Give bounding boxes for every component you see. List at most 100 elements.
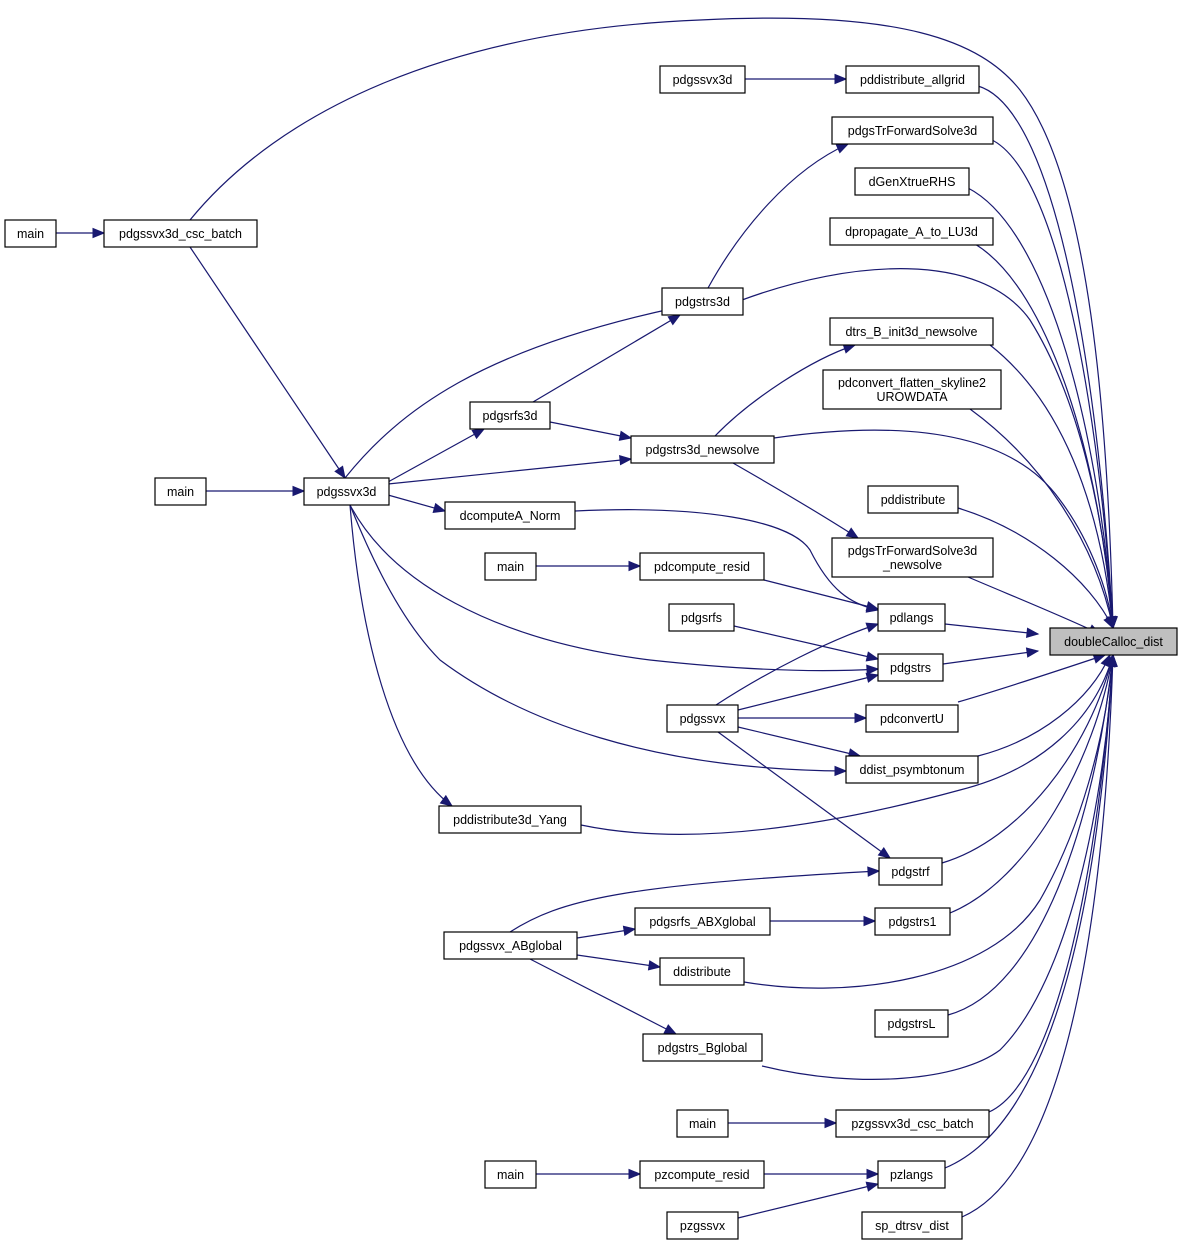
edge-pdconvertU-to-focus [957,654,1106,703]
edge-trfwd3d-to-focus [989,138,1114,629]
function-node-ddistribute[interactable]: ddistribute [659,957,745,986]
edge-pdgssvx3d_a-to-ddist [349,504,847,772]
function-node-pzgssvx[interactable]: pzgssvx [666,1211,739,1240]
function-node-yang[interactable]: pddistribute3d_Yang [438,805,582,834]
edge-newsolve-to-trfwd3dn [732,462,859,539]
function-node-pdgssvx3d_a[interactable]: pdgssvx3d [303,477,390,506]
function-node-main_3[interactable]: main [484,552,537,581]
edge-pdgssvx3d_a-to-newsolve [387,458,632,485]
edges-layer [56,17,1118,1219]
node-box [659,65,746,94]
function-node-pdcomp[interactable]: pdcompute_resid [639,552,765,581]
function-node-dtrsb[interactable]: dtrs_B_init3d_newsolve [829,317,994,346]
node-label: pdgssvx3d [317,485,377,499]
edge-ddist-to-focus [977,654,1111,757]
function-node-pdgstrs3d[interactable]: pdgstrs3d [661,287,744,316]
arrowhead-batch3d-to-pdgssvx3d_a [334,465,346,480]
node-box [103,219,258,248]
focus-node-doubleCalloc-dist[interactable]: doubleCalloc_dist [1049,627,1178,656]
node-label: main [17,227,44,241]
node-label: pdgstrs3d_newsolve [646,443,760,457]
arrowhead-pdgssvx-to-pdgstrs [865,672,880,683]
function-node-newsolve[interactable]: pdgstrs3d_newsolve [630,435,775,464]
node-label: sp_dtrsv_dist [875,1219,949,1233]
edge-pdgssvx3d_a-to-pdgsrfs3d [387,428,485,483]
function-node-prop[interactable]: dpropagate_A_to_LU3d [829,217,994,246]
function-node-main_5[interactable]: main [484,1160,537,1189]
function-node-dcompA[interactable]: dcomputeA_Norm [444,501,576,530]
function-node-pdgssvx[interactable]: pdgssvx [666,704,739,733]
arrowhead-pdgstrs-to-focus [1025,647,1040,658]
edge-prop-to-focus [974,243,1114,629]
function-node-spdtrsv[interactable]: sp_dtrsv_dist [861,1211,963,1240]
function-node-ddist[interactable]: ddist_psymbtonum [845,755,979,784]
arrowhead-pdgssvx-to-pdconvertU [854,712,868,724]
function-node-pdconvertU[interactable]: pdconvertU [865,704,959,733]
arrowhead-abxg-to-pdgstrs1 [863,915,877,927]
function-node-allgrid[interactable]: pddistribute_allgrid [845,65,980,94]
node-box [444,501,576,530]
edge-pdgsrfs3d-to-pdgstrs3d [532,314,681,403]
arrowhead-pdgssvx3d_a-to-pdgsrfs3d [471,428,486,440]
function-node-pzlangs[interactable]: pzlangs [877,1160,946,1189]
node-label: pdgssvx3d_csc_batch [119,227,242,241]
function-node-trfwd3dn[interactable]: pdgsTrForwardSolve3d_newsolve [831,537,994,578]
function-node-genx[interactable]: dGenXtrueRHS [854,167,970,196]
function-node-pdgstrf[interactable]: pdgstrf [878,857,943,886]
edge-newsolve-to-focus [773,429,1114,629]
function-node-pzcomp[interactable]: pzcompute_resid [639,1160,765,1189]
function-node-abxg[interactable]: pdgsrfs_ABXglobal [634,907,771,936]
node-box [874,1009,949,1038]
edge-abglobal-to-ddistribute [576,954,661,968]
edge-pdgstrs3d-to-trfwd3d [707,143,849,289]
function-node-trfwd3d[interactable]: pdgsTrForwardSolve3d [831,116,994,145]
function-node-main_2[interactable]: main [154,477,207,506]
function-node-pddist[interactable]: pddistribute [867,485,959,514]
function-node-pdgstrsL[interactable]: pdgstrsL [874,1009,949,1038]
arrowhead-pdgsrfs3d-to-newsolve [618,430,633,441]
edge-pzlangs-to-focus [944,654,1114,1169]
node-label: pzgssvx3d_csc_batch [851,1117,973,1131]
node-box [854,167,970,196]
node-box [877,653,944,682]
function-node-pdgsrfs3d[interactable]: pdgsrfs3d [469,401,551,430]
edge-pzgssvx-to-pzlangs [737,1183,879,1219]
edge-pdgssvx-to-pdgstrs [737,674,879,711]
arrowhead-pdgssvx3d_a-to-ddist [834,765,848,777]
node-label: main [167,485,194,499]
function-node-pzbatch[interactable]: pzgssvx3d_csc_batch [835,1109,990,1138]
edge-bglobal-to-focus [761,654,1114,1080]
node-label: pdconvertU [880,712,944,726]
edge-pdgsrfs-to-pdgstrs [733,625,879,660]
node-label: main [497,1168,524,1182]
node-label: pdlangs [890,611,934,625]
function-node-main_4[interactable]: main [676,1109,729,1138]
node-box [845,755,979,784]
edge-pdcomp-to-pdlangs [763,579,879,610]
function-node-pdgssvx3d_b[interactable]: pdgssvx3d [659,65,746,94]
function-node-pdlangs[interactable]: pdlangs [877,603,946,632]
arrowhead-main_1-to-batch3d [92,227,106,239]
arrowhead-abglobal-to-pdgstrf [867,866,881,877]
arrowhead-pdlangs-to-focus [1026,627,1040,638]
node-box [484,552,537,581]
function-node-pdgsrfs[interactable]: pdgsrfs [668,603,735,632]
function-node-abglobal[interactable]: pdgssvx_ABglobal [443,931,578,960]
node-box [831,537,994,578]
arrowhead-batch3d-to-focus [1107,616,1118,630]
node-label: pdgstrsL [888,1017,936,1031]
node-box [867,485,959,514]
function-node-pdgstrs[interactable]: pdgstrs [877,653,944,682]
function-node-bglobal[interactable]: pdgstrs_Bglobal [642,1033,763,1062]
function-node-pdgstrs1[interactable]: pdgstrs1 [874,907,951,936]
function-node-batch3d[interactable]: pdgssvx3d_csc_batch [103,219,258,248]
node-box [661,287,744,316]
node-label: pdgsTrForwardSolve3d [848,544,978,558]
function-node-main_1[interactable]: main [4,219,57,248]
node-box [154,477,207,506]
node-box [639,1160,765,1189]
arrowhead-pdgssvx-to-pdgstrf [877,846,892,859]
node-label: pdgstrs [890,661,931,675]
node-box [639,552,765,581]
